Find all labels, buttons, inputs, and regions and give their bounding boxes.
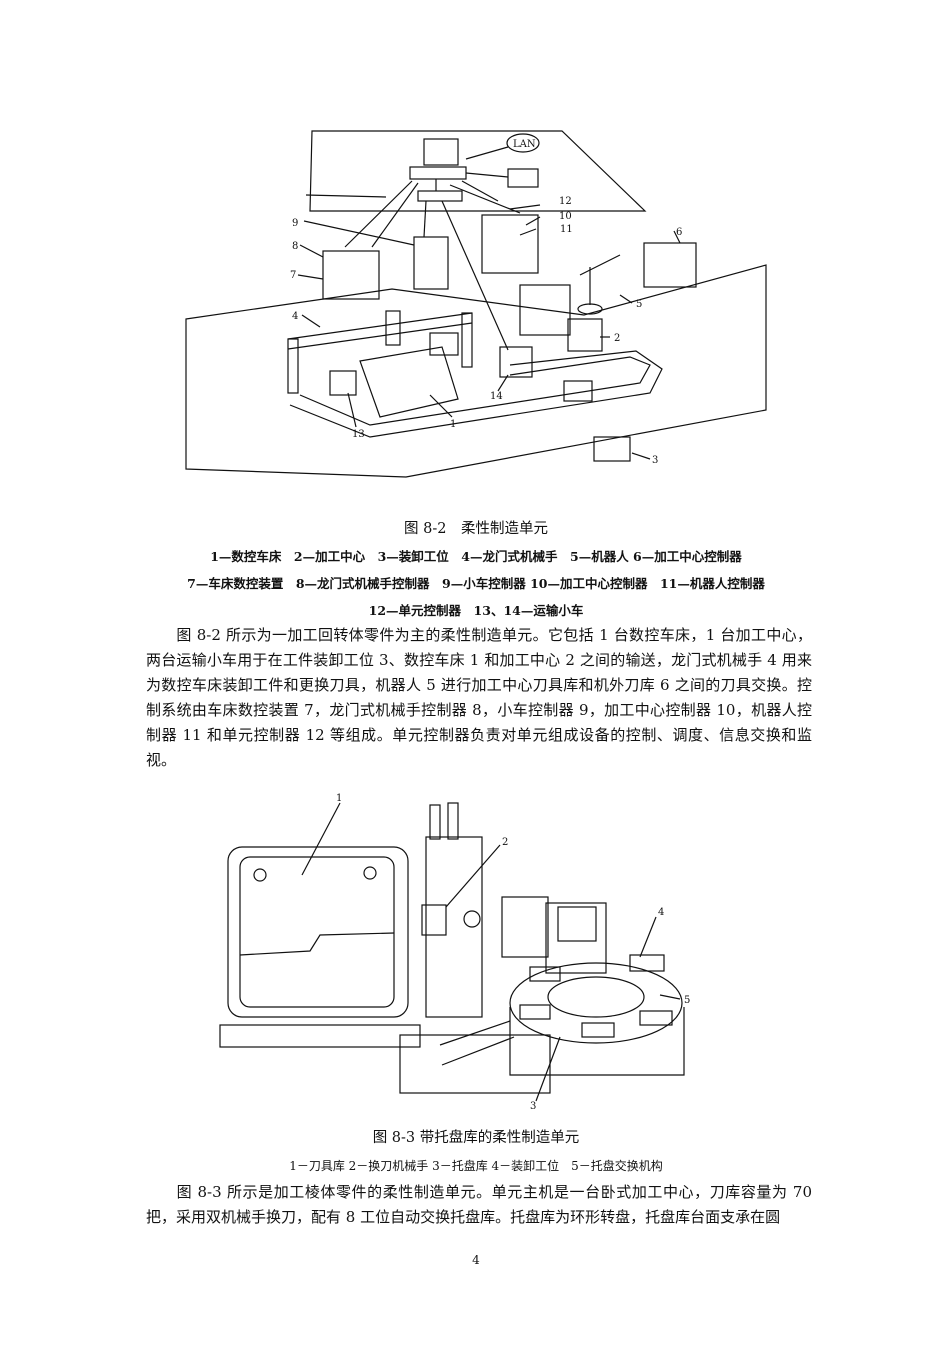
svg-text:9: 9: [292, 218, 298, 229]
network-plane: [309, 130, 647, 212]
svg-text:12: 12: [559, 196, 572, 207]
figure-8-2-caption: 图 8-2 柔性制造单元: [404, 521, 548, 537]
paragraph-2-text: 图 8-3 所示是加工棱体零件的柔性制造单元。单元主机是一台卧式加工中心，刀库容…: [146, 1183, 812, 1226]
svg-text:13: 13: [352, 429, 365, 440]
svg-text:4: 4: [292, 311, 298, 322]
svg-text:14: 14: [490, 391, 503, 402]
paragraph-1-text: 图 8-2 所示为一加工回转体零件为主的柔性制造单元。它包括 1 台数控车床，1…: [146, 626, 812, 769]
loading-station-pallet: [629, 954, 665, 972]
figure-8-2-legend-line-3: 12—单元控制器 13、14—运输小车: [368, 603, 584, 618]
machine-column: [425, 836, 483, 1018]
transport-cart-13: [329, 370, 357, 396]
svg-text:11: 11: [560, 224, 573, 235]
tool-change-arm: [421, 904, 447, 936]
svg-text:10: 10: [559, 211, 572, 222]
robot: [577, 303, 603, 315]
svg-text:4: 4: [658, 907, 664, 918]
svg-text:6: 6: [676, 227, 682, 238]
computer-base: [409, 166, 467, 180]
printer: [507, 168, 539, 188]
figure-8-3-legend: 1－刀具库 2－换刀机械手 3－托盘库 4－装卸工位 5－托盘交换机构: [289, 1159, 663, 1173]
gantry-controller: [413, 236, 449, 290]
cell-controller-box: [417, 190, 463, 202]
svg-text:LAN: LAN: [513, 139, 536, 150]
lan-bubble: [506, 133, 540, 153]
machining-center-controller: [481, 214, 539, 274]
lathe-nc-unit: [322, 250, 380, 300]
transport-cart-14: [499, 346, 533, 378]
paragraph-figure-8-2: 图 8-2 所示为一加工回转体零件为主的柔性制造单元。它包括 1 台数控车床，1…: [146, 623, 812, 773]
figure-8-2-legend-line-1: 1—数控车床 2—加工中心 3—装卸工位 4—龙门式机械手 5—机器人 6—加工…: [210, 549, 742, 564]
computer-monitor: [423, 138, 459, 166]
control-cabinet: [501, 896, 549, 958]
svg-text:2: 2: [614, 333, 620, 344]
loading-station: [593, 436, 631, 462]
cnc-lathe: [359, 346, 459, 418]
svg-text:2: 2: [502, 837, 508, 848]
tool-magazine: [227, 846, 409, 1018]
external-tool-magazine: [643, 242, 697, 288]
floor-plane: [185, 264, 767, 478]
svg-text:3: 3: [652, 455, 658, 466]
figure-8-2-illustration: LAN: [180, 125, 770, 490]
svg-text:3: 3: [530, 1101, 536, 1112]
figure-8-3-caption: 图 8-3 带托盘库的柔性制造单元: [372, 1130, 580, 1146]
machining-center: [519, 284, 571, 336]
figure-8-3-illustration: 1 2 3 4 5: [210, 785, 700, 1115]
svg-text:5: 5: [636, 299, 642, 310]
svg-text:5: 5: [684, 995, 690, 1006]
pallet-carousel: [509, 962, 683, 1044]
figure-8-2-legend-line-2: 7—车床数控装置 8—龙门式机械手控制器 9—小车控制器 10—加工中心控制器 …: [187, 576, 765, 591]
svg-text:1: 1: [336, 793, 342, 804]
svg-text:7: 7: [290, 270, 296, 281]
svg-text:8: 8: [292, 241, 298, 252]
page-number: 4: [472, 1253, 480, 1267]
paragraph-figure-8-3: 图 8-3 所示是加工棱体零件的柔性制造单元。单元主机是一台卧式加工中心，刀库容…: [146, 1180, 812, 1230]
svg-text:1: 1: [450, 419, 456, 430]
